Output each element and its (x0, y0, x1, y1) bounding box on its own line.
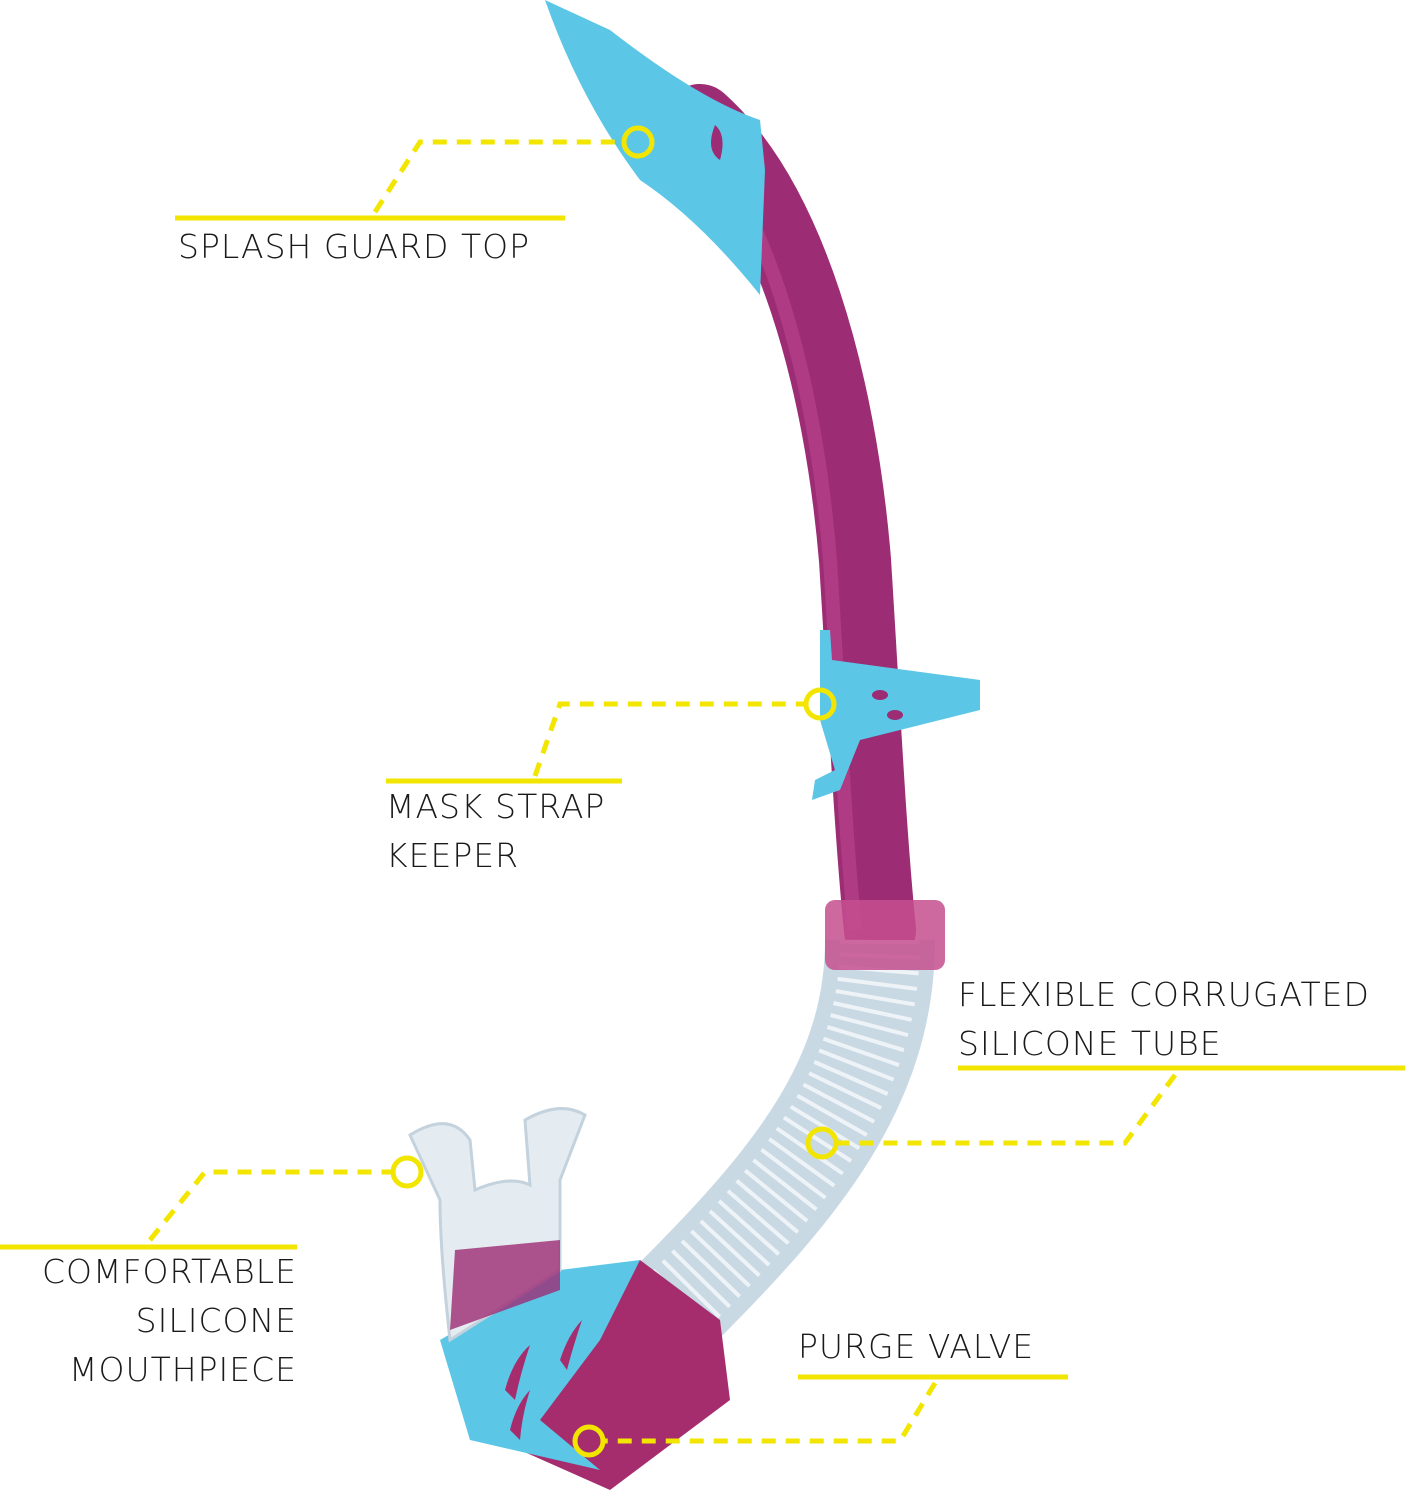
label-line: FLEXIBLE CORRUGATED (958, 975, 1370, 1014)
callout-marker-flex-tube (805, 1126, 839, 1160)
callout-marker-mouthpiece (390, 1155, 424, 1189)
purge-valve-body (500, 1260, 730, 1490)
label-purge-valve: PURGE VALVE (798, 1322, 1034, 1371)
label-line: COMFORTABLE (42, 1252, 297, 1291)
label-splash-guard-top: SPLASH GUARD TOP (178, 222, 530, 271)
callout-marker-mask-strap (803, 687, 837, 721)
label-mouthpiece: COMFORTABLE SILICONE MOUTHPIECE (42, 1247, 297, 1394)
snorkel-tube (664, 84, 916, 966)
label-line: SILICONE TUBE (958, 1024, 1222, 1063)
callout-marker-purge-valve (572, 1424, 606, 1458)
label-line: KEEPER (386, 836, 520, 875)
label-line: MOUTHPIECE (69, 1350, 297, 1389)
label-line: PURGE VALVE (798, 1327, 1035, 1366)
splash-guard (545, 0, 765, 295)
tube-collar (825, 900, 945, 970)
label-line: SILICONE (135, 1301, 297, 1340)
label-line: MASK STRAP (386, 787, 606, 826)
label-mask-strap-keeper: MASK STRAP KEEPER (386, 782, 605, 880)
label-line: SPLASH GUARD TOP (178, 227, 530, 266)
label-flexible-tube: FLEXIBLE CORRUGATED SILICONE TUBE (958, 970, 1370, 1068)
callout-lines (0, 125, 1405, 1458)
callout-marker-splash-guard (621, 125, 655, 159)
